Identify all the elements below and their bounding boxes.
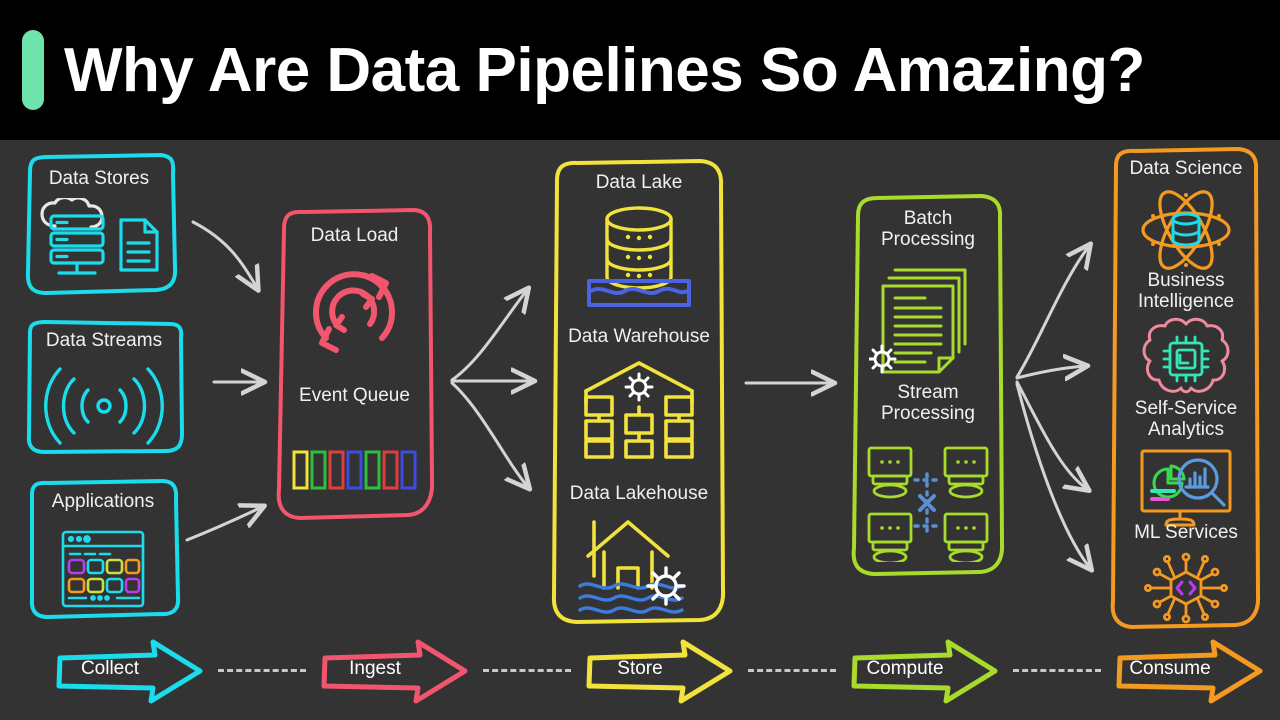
box-consumption-layer[interactable]: Data Science Business Intelligence — [1108, 146, 1264, 632]
dashboard-chart-icon — [1108, 444, 1264, 534]
box-applications[interactable]: Applications — [22, 478, 184, 626]
circular-sync-arrows-icon — [272, 257, 437, 367]
box-label: Data Warehouse — [568, 326, 710, 347]
signal-waves-icon — [20, 360, 188, 452]
flow-separator-3 — [748, 669, 836, 672]
flow-arrow-compute[interactable] — [850, 636, 1000, 713]
flow-label-compute: Compute — [866, 658, 944, 679]
title-bar: Why Are Data Pipelines So Amazing? — [0, 0, 1280, 140]
box-data-load-event-queue[interactable]: Data Load Event Queue — [272, 205, 437, 525]
box-data-streams[interactable]: Data Streams — [20, 318, 188, 458]
page-title: Why Are Data Pipelines So Amazing? — [64, 35, 1145, 105]
box-label: Self-Service Analytics — [1134, 398, 1238, 440]
cloud-server-document-icon — [18, 194, 180, 286]
distributed-nodes-icon — [848, 442, 1008, 564]
box-label: Data Science — [1129, 158, 1243, 179]
queue-bars-icon — [272, 445, 437, 495]
box-data-stores[interactable]: Data Stores — [18, 150, 180, 298]
flow-label-consume: Consume — [1129, 658, 1211, 679]
document-stack-gear-icon — [848, 254, 1008, 379]
box-storage-layer[interactable]: Data Lake Data Warehouse — [548, 158, 730, 628]
flow-label-collect: Collect — [80, 658, 140, 679]
flow-separator-1 — [218, 669, 306, 672]
box-label: Applications — [51, 491, 155, 512]
flow-arrow-store[interactable] — [585, 636, 735, 713]
warehouse-gear-icon — [548, 356, 730, 461]
box-label: Data Lake — [595, 172, 683, 193]
box-label: Stream Processing — [881, 382, 975, 424]
flow-label-ingest: Ingest — [349, 658, 401, 679]
flow-arrow-consume[interactable] — [1115, 636, 1265, 713]
flow-arrow-ingest[interactable] — [320, 636, 470, 713]
box-processing-layer[interactable]: Batch Processing Stream — [848, 192, 1008, 580]
app-window-grid-icon — [22, 522, 184, 616]
box-label: Event Queue — [299, 385, 410, 406]
box-label: Data Stores — [48, 168, 150, 189]
box-label: Data Lakehouse — [569, 483, 709, 504]
flow-label-store: Store — [617, 658, 663, 679]
box-label: Data Streams — [45, 330, 163, 351]
code-network-icon — [1108, 548, 1264, 628]
box-label: Batch Processing — [881, 208, 975, 250]
flow-separator-4 — [1013, 669, 1101, 672]
database-stack-water-icon — [548, 202, 730, 312]
box-label: ML Services — [1134, 522, 1238, 543]
title-accent-bar — [22, 30, 44, 110]
house-flood-gear-icon — [548, 513, 730, 618]
pipeline-flow-bar: Collect Ingest Store Compute — [0, 636, 1280, 710]
box-label: Business Intelligence — [1137, 270, 1235, 312]
brain-chip-icon — [1108, 314, 1264, 402]
atom-database-icon — [1108, 184, 1264, 276]
flow-separator-2 — [483, 669, 571, 672]
box-label: Data Load — [310, 225, 399, 246]
flow-arrow-collect[interactable] — [55, 636, 205, 713]
